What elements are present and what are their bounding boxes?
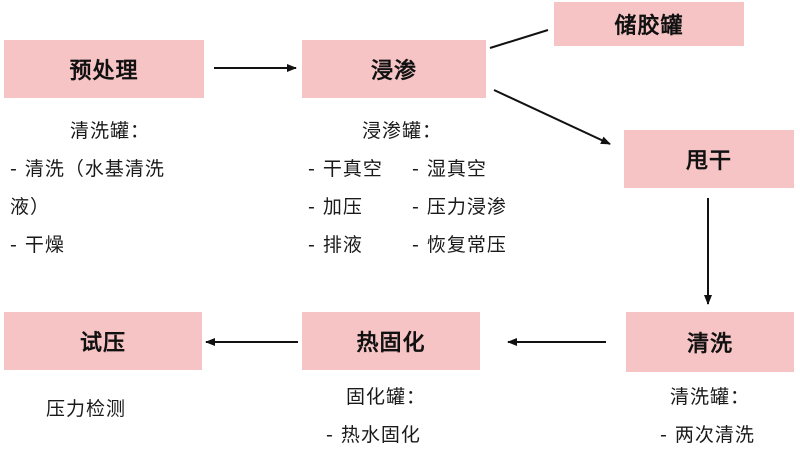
note-heat-cure-line1: - 热水固化 (326, 424, 421, 446)
note-clean-title: 清洗罐： (670, 386, 751, 408)
note-clean-line1: - 两次清洗 (660, 424, 755, 446)
note-heat-cure: 固化罐： - 热水固化 (326, 378, 426, 454)
box-impregnate: 浸渗 (302, 40, 486, 98)
note-impregnate-item: - 湿真空 (412, 158, 487, 180)
box-storage-tank: 储胶罐 (554, 2, 744, 46)
note-heat-cure-title: 固化罐： (346, 386, 427, 408)
box-pretreat: 预处理 (4, 40, 204, 98)
box-pressure-test: 试压 (4, 312, 202, 370)
note-pretreat-line3: - 干燥 (10, 234, 65, 256)
box-clean: 清洗 (626, 312, 794, 372)
box-spin-dry: 甩干 (624, 130, 794, 188)
note-impregnate-item: - 排液 (308, 234, 363, 256)
note-pressure-test-line1: 压力检测 (46, 398, 127, 420)
note-pretreat-line2: 液） (10, 196, 51, 218)
box-heat-cure: 热固化 (302, 312, 480, 370)
note-pressure-test: 压力检测 (46, 390, 126, 428)
note-impregnate: 浸渗罐： - 干真空 - 湿真空 - 加压 - 压力浸渗 - 排液 - 恢复常压 (308, 112, 507, 264)
note-impregnate-row: - 干真空 - 湿真空 (308, 150, 507, 188)
note-pretreat-title: 清洗罐： (70, 120, 151, 142)
note-impregnate-item: - 加压 (308, 196, 363, 218)
note-impregnate-title: 浸渗罐： (362, 120, 443, 142)
note-impregnate-item: - 干真空 (308, 158, 383, 180)
note-impregnate-item: - 恢复常压 (412, 234, 507, 256)
arrow-impregnate-to-spin-dry (493, 89, 611, 145)
note-pretreat: 清洗罐： - 清洗（水基清洗 液） - 干燥 (10, 112, 165, 264)
note-impregnate-row: - 排液 - 恢复常压 (308, 226, 507, 264)
note-pretreat-line1: - 清洗（水基清洗 (10, 158, 165, 180)
connector-impregnate-to-storage (489, 29, 549, 49)
note-clean: 清洗罐： - 两次清洗 (660, 378, 755, 454)
note-impregnate-item: - 压力浸渗 (412, 196, 507, 218)
note-impregnate-row: - 加压 - 压力浸渗 (308, 188, 507, 226)
